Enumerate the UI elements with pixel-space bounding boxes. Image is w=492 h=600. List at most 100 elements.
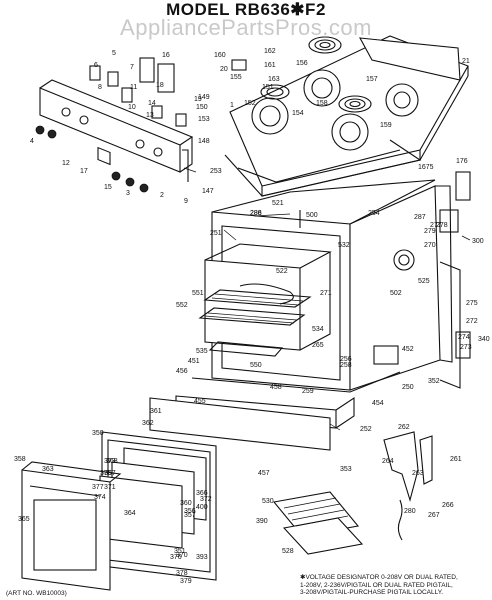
part-number-label: 262	[398, 424, 410, 431]
part-number-label: 362	[142, 420, 154, 427]
part-number-label: 379	[180, 578, 192, 585]
part-number-label: 454	[372, 400, 384, 407]
part-number-label: 9	[184, 198, 188, 205]
part-number-label: 254	[368, 210, 380, 217]
part-number-label: 275	[466, 300, 478, 307]
part-number-label: 157	[366, 76, 378, 83]
part-number-label: 373	[104, 458, 116, 465]
part-number-label: 270	[424, 242, 436, 249]
part-number-label: 370	[176, 552, 188, 559]
part-number-label: 11	[130, 84, 138, 91]
part-number-label: 525	[418, 278, 430, 285]
part-number-label: 455	[194, 398, 206, 405]
part-number-label: 366	[196, 490, 208, 497]
part-number-label: 353	[340, 466, 352, 473]
part-number-label: 7	[130, 64, 134, 71]
part-number-label: 1	[230, 102, 234, 109]
part-number-label: 163	[268, 76, 280, 83]
part-number-label: 521	[272, 200, 284, 207]
part-number-label: 360	[180, 500, 192, 507]
part-number-label: 357	[184, 512, 196, 519]
part-number-label: 374	[94, 494, 106, 501]
thermostat	[393, 249, 415, 271]
surface-elements	[260, 36, 372, 113]
voltage-note-line: 3-208V/PIGTAIL-PURCHASE PIGTAIL LOCALLY.	[300, 589, 444, 596]
part-number-label: 253	[210, 168, 222, 175]
part-number-label: 18	[156, 82, 164, 89]
door-hinge	[383, 431, 433, 541]
part-number-label: 393	[196, 554, 208, 561]
part-number-label: 273	[460, 344, 472, 351]
oven-racks	[198, 243, 332, 351]
part-number-label: 376	[170, 554, 182, 561]
voltage-note: ✱VOLTAGE DESIGNATOR 0-208V OR DUAL RATED…	[300, 574, 458, 597]
control-panel	[39, 79, 194, 173]
part-number-label: 532	[338, 242, 350, 249]
leader-lines	[183, 167, 471, 431]
part-number-label: 151	[262, 84, 274, 91]
part-number-label: 502	[390, 290, 402, 297]
part-number-label: 258	[340, 362, 352, 369]
part-number-label: 451	[188, 358, 200, 365]
part-number-label: 3	[126, 190, 130, 197]
part-number-label: 153	[198, 116, 210, 123]
part-number-label: 2	[160, 192, 164, 199]
part-number-label: 368	[106, 458, 118, 465]
part-number-label: 5	[112, 50, 116, 57]
part-number-label: 251	[210, 230, 222, 237]
part-number-label: 20	[220, 66, 228, 73]
part-number-label: 364	[124, 510, 136, 517]
part-number-label: 350	[92, 430, 104, 437]
part-number-label: 10	[128, 104, 136, 111]
side-panel	[439, 261, 461, 389]
part-number-label: 161	[264, 62, 276, 69]
broil-element	[239, 283, 294, 305]
part-number-label: 552	[176, 302, 188, 309]
part-number-label: 6	[94, 62, 98, 69]
part-number-label: 4	[30, 138, 34, 145]
part-number-label: 19	[194, 96, 202, 103]
part-number-label: 155	[230, 74, 242, 81]
part-number-label: 147	[202, 188, 214, 195]
part-number-label: 149	[198, 94, 210, 101]
watermark: AppliancePartsPros.com	[120, 15, 372, 40]
part-number-label: 530	[262, 498, 274, 505]
part-number-label: 288	[250, 210, 262, 217]
part-number-label: 8	[98, 84, 102, 91]
bake-element	[208, 341, 284, 357]
part-number-label: 356	[184, 508, 196, 515]
part-number-label: 363	[42, 466, 54, 473]
part-number-label: 148	[198, 138, 210, 145]
art-number: (ART NO. WB10003)	[6, 590, 67, 597]
part-number-label: 263	[412, 470, 424, 477]
part-number-label: 156	[296, 60, 308, 67]
part-number-label: 375	[100, 470, 112, 477]
part-number-label: 352	[428, 378, 440, 385]
part-number-label: 550	[250, 362, 262, 369]
part-number-label: 158	[316, 100, 328, 107]
part-number-label: 21	[462, 58, 470, 65]
part-number-label: 278	[436, 222, 448, 229]
part-number-label: 340	[478, 336, 490, 343]
part-number-label: 522	[276, 268, 288, 275]
part-number-label: 528	[282, 548, 294, 555]
part-number-label: 365	[18, 516, 30, 523]
voltage-note-line: 1-208V, 2-236V/PIGTAIL OR DUAL RATED PIG…	[300, 581, 453, 589]
part-number-label: 457	[258, 470, 270, 477]
part-number-label: 261	[450, 456, 462, 463]
part-number-label: 154	[292, 110, 304, 117]
part-number-label: 458	[270, 384, 282, 391]
part-number-label: 264	[382, 458, 394, 465]
part-number-label: 400	[196, 504, 208, 511]
part-number-label: 367	[104, 470, 116, 477]
part-number-label: 351	[174, 548, 186, 555]
part-number-label: 16	[162, 52, 170, 59]
part-number-label: 452	[402, 346, 414, 353]
part-number-label: 150	[196, 104, 208, 111]
part-number-label: 534	[312, 326, 324, 333]
part-number-label: 1675	[418, 164, 434, 171]
part-number-label: 456	[176, 368, 188, 375]
part-number-label: 272	[466, 318, 478, 325]
